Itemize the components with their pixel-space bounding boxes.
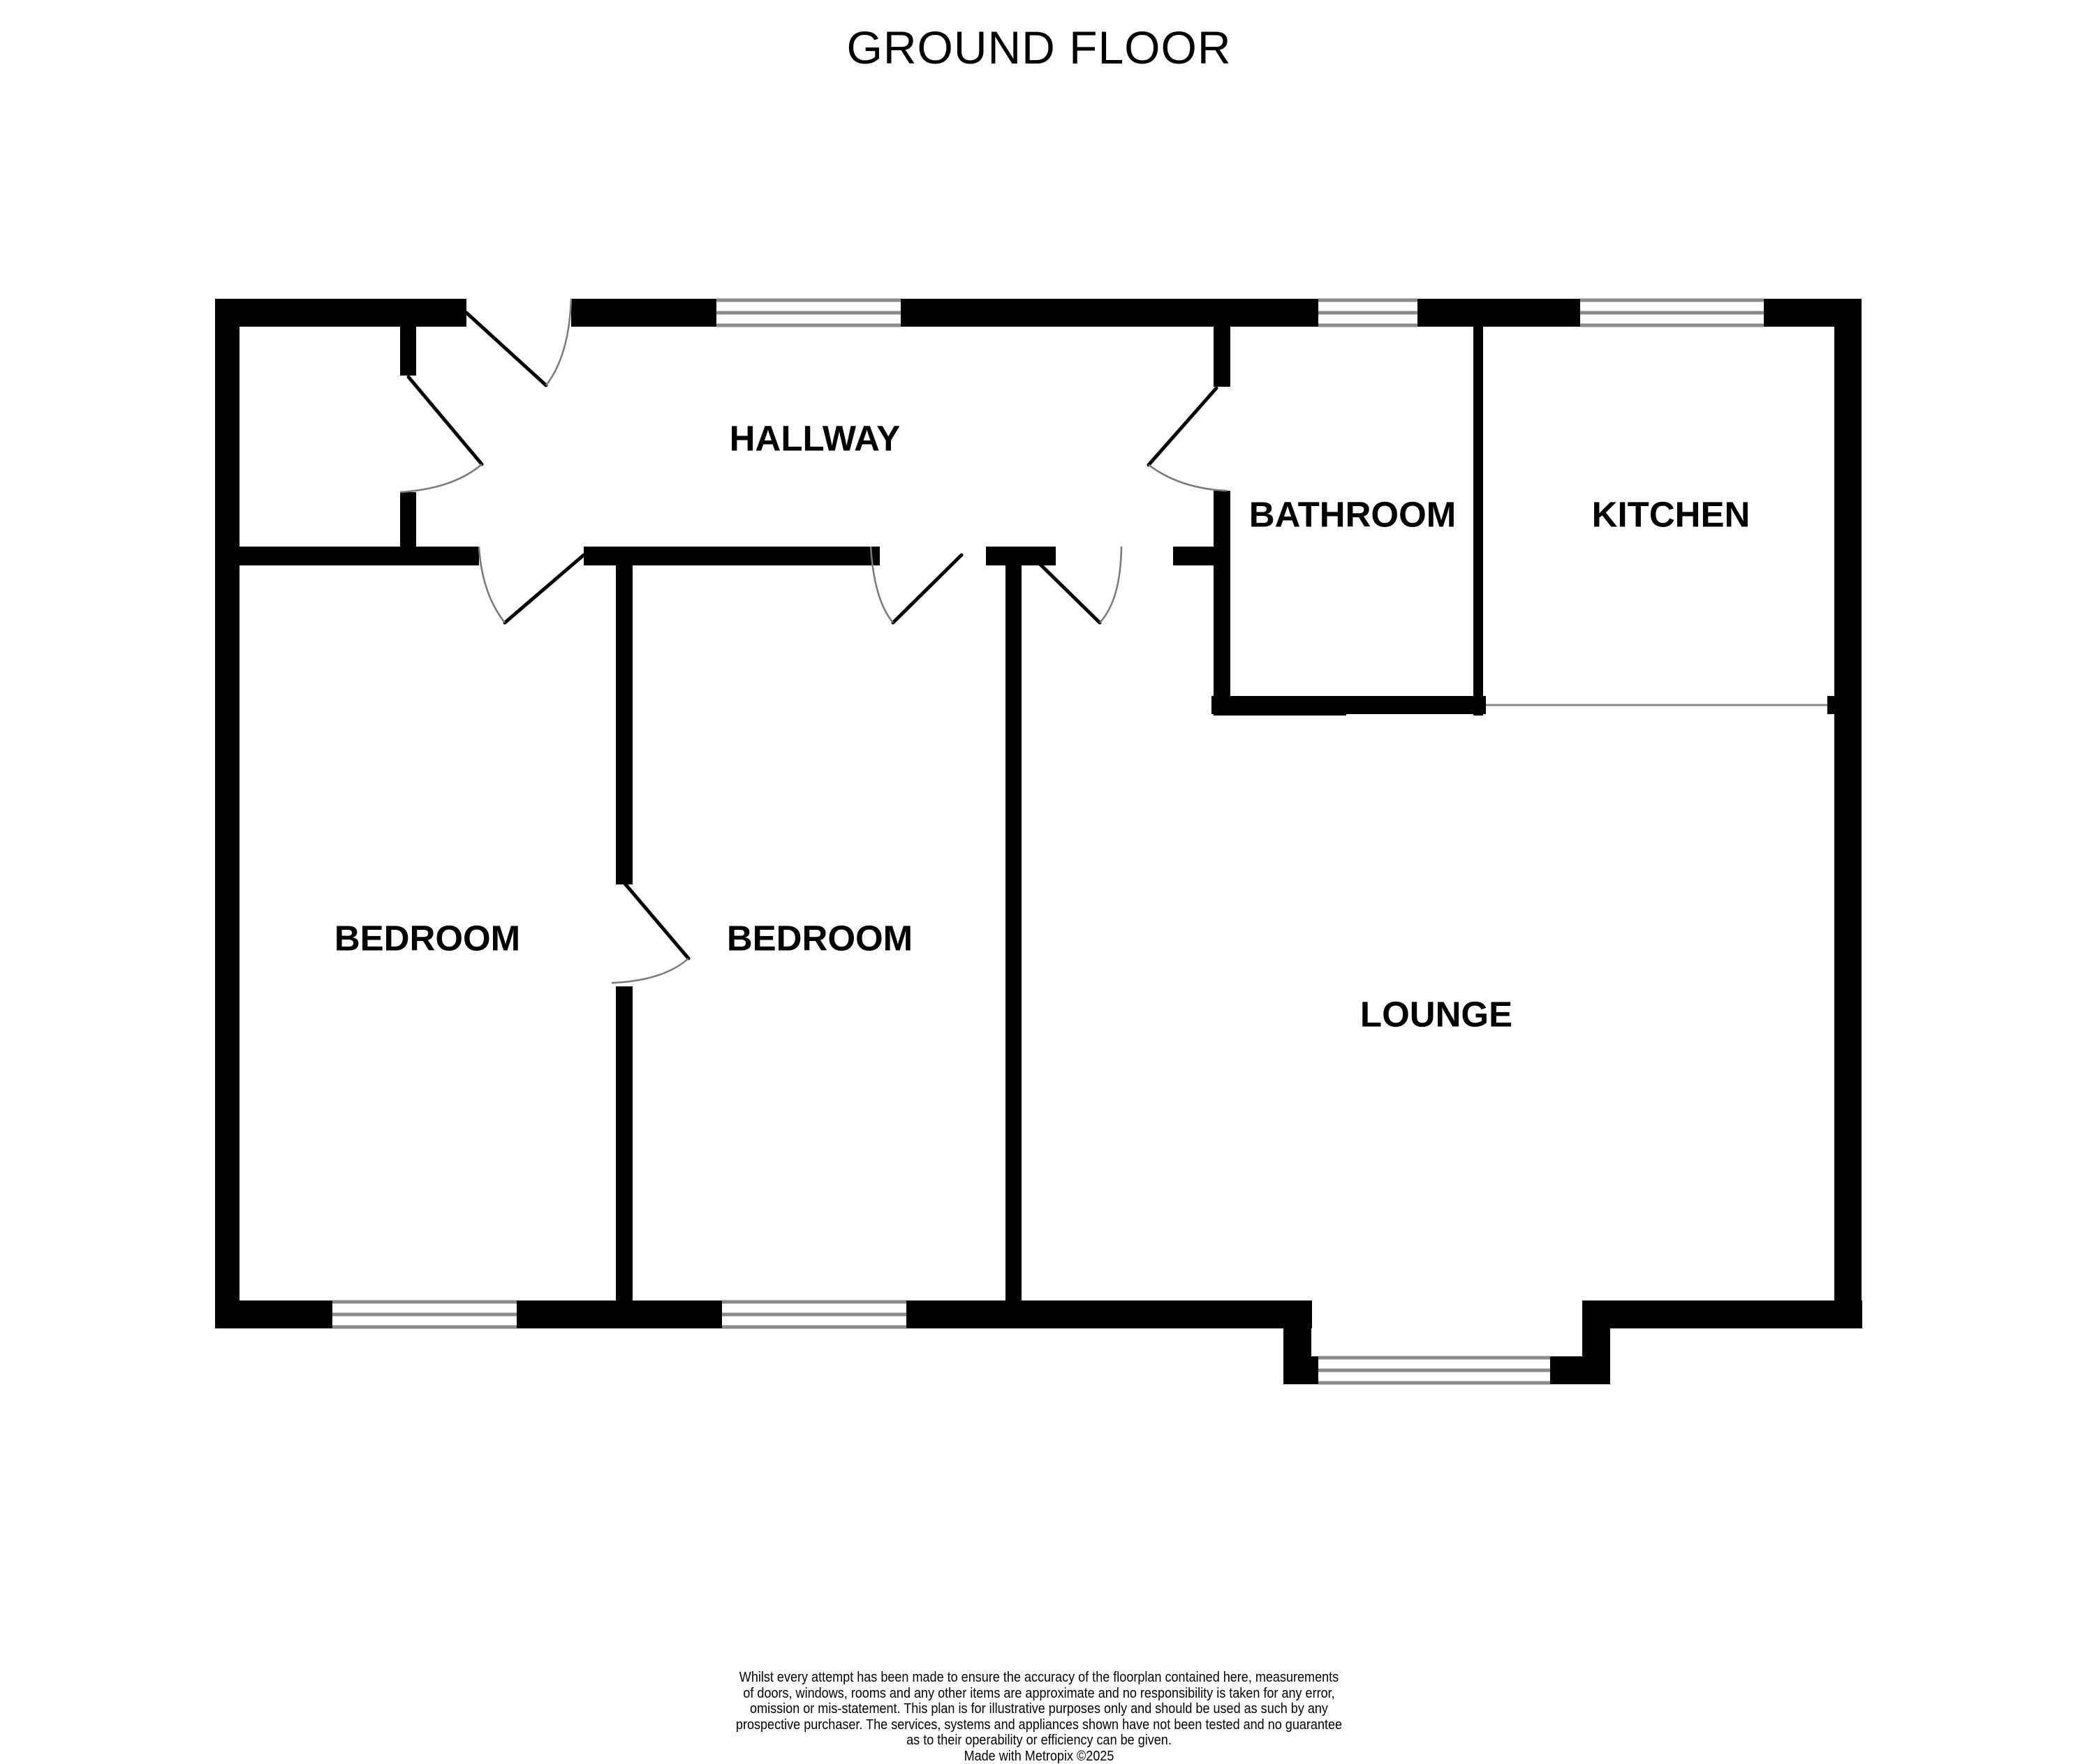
window-kitchen [1580,299,1764,327]
room-label-hallway: HALLWAY [730,418,901,459]
window-bedroom-left [332,1300,517,1328]
window-bathroom [1318,299,1417,327]
window-hallway [716,299,901,327]
door-bedroom-middle [871,547,961,623]
door-bedroom-connecting [612,880,688,983]
window-lounge-bay [1318,1356,1550,1384]
door-cupboard [400,377,482,492]
doors [400,299,1227,983]
disclaimer-line: of doors, windows, rooms and any other i… [125,1686,1954,1702]
interior-walls [240,327,1834,1328]
disclaimer-line: Whilst every attempt has been made to en… [125,1670,1954,1686]
door-front [466,299,571,385]
room-label-bedroom-left: BEDROOM [334,918,520,959]
room-label-kitchen: KITCHEN [1592,494,1751,535]
outer-walls [215,299,1862,1384]
door-bathroom [1149,388,1227,491]
room-label-bedroom-middle: BEDROOM [727,918,913,959]
disclaimer-line: prospective purchaser. The services, sys… [125,1717,1954,1733]
windows [332,299,1764,1384]
disclaimer: Whilst every attempt has been made to en… [125,1670,1954,1764]
window-bedroom-middle [722,1300,906,1328]
disclaimer-line: omission or mis-statement. This plan is … [125,1701,1954,1717]
disclaimer-line: as to their operability or efficiency ca… [125,1733,1954,1749]
credit-line: Made with Metropix ©2025 [125,1749,1954,1764]
door-bedroom-left [479,547,584,623]
room-label-bathroom: BATHROOM [1249,494,1457,535]
room-label-lounge: LOUNGE [1360,994,1512,1035]
